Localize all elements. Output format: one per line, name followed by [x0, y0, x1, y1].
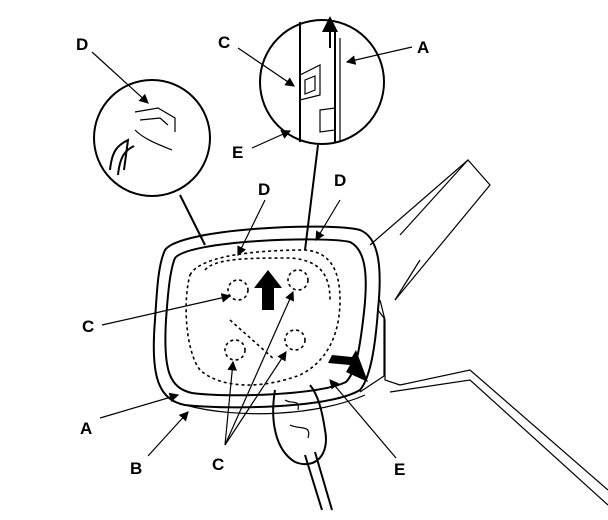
label-c-inset: C — [218, 33, 230, 52]
label-c-left: C — [82, 317, 94, 336]
label-d-inset: D — [76, 35, 88, 54]
label-e-bottom: E — [394, 460, 405, 479]
label-d-left: D — [258, 180, 270, 199]
leader-lines — [91, 46, 413, 459]
inset-detail-clip — [259, 16, 385, 251]
hand-with-tool — [272, 384, 333, 511]
backing-plate — [185, 249, 341, 386]
push-arrow-icon — [328, 350, 368, 382]
clip-lower-left — [224, 339, 246, 361]
push-arrows — [254, 270, 368, 382]
label-a-bottom: A — [80, 419, 92, 438]
label-e-inset: E — [232, 143, 243, 162]
inset-detail-d — [93, 79, 211, 246]
mirror-housing — [152, 225, 385, 415]
label-c-bottom: C — [212, 455, 224, 474]
clip-upper-left — [227, 279, 249, 301]
up-arrow-icon — [254, 270, 282, 310]
clip-lower-right — [284, 329, 306, 351]
clip-points — [224, 269, 309, 361]
door-frame — [369, 159, 608, 506]
label-a-inset: A — [417, 38, 429, 57]
clip-upper-right — [287, 269, 309, 291]
label-b-bottom: B — [130, 459, 142, 478]
label-d-right: D — [334, 171, 346, 190]
